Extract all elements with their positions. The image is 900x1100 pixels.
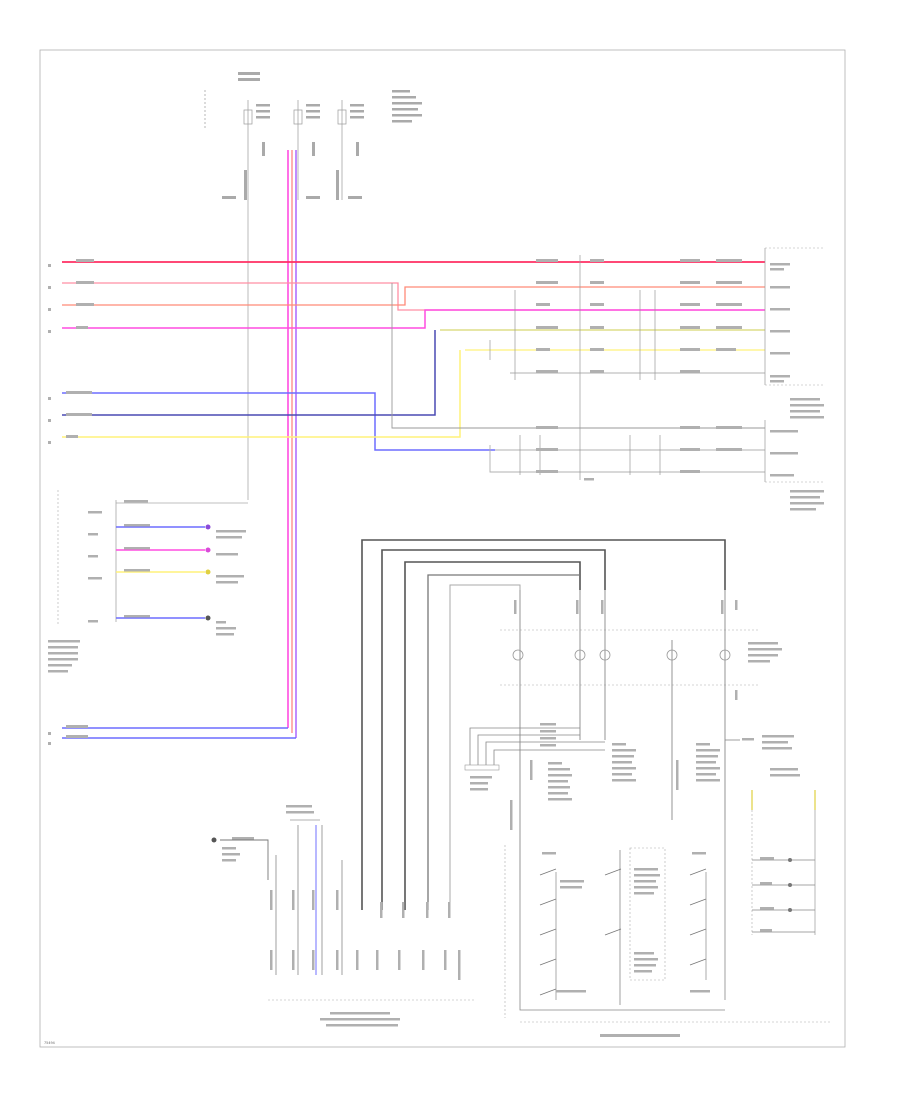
center-bus [361, 539, 726, 910]
lower-switch-block [504, 820, 830, 1037]
upper-harness [62, 261, 765, 374]
harness-wire-codes [48, 259, 742, 473]
diagram-frame [39, 49, 846, 1048]
switch-module-labels [548, 735, 800, 801]
lower-left-wires [48, 725, 296, 745]
switch-row [500, 590, 782, 890]
page-number: 75494 [44, 1041, 55, 1045]
fuse-panel-labels [222, 72, 422, 200]
mid-wire-labels [470, 723, 556, 830]
aux-module [751, 790, 816, 935]
mid-wire-group [464, 727, 605, 771]
harness-splices [489, 255, 661, 480]
left-module [48, 490, 248, 673]
bottom-connector [211, 805, 475, 1027]
middle-harness [62, 283, 765, 473]
right-modules [584, 247, 825, 511]
fuse-panel-stubs [204, 90, 347, 200]
